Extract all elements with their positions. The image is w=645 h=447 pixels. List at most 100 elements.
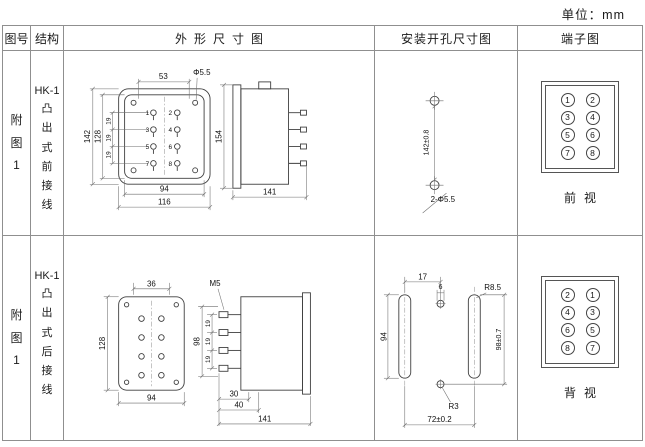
terminal-circle: 7 bbox=[585, 340, 600, 355]
fig-label-2: 附图1 bbox=[10, 307, 23, 368]
mounting-drawing-rear-wiring: 17 6 R8.5 94 98±0.7 R3 72±0.2 bbox=[379, 272, 508, 428]
mounting-cell-1: 142±0.8 2-Φ5.5 bbox=[375, 51, 518, 236]
terminal-view-caption-rear: 背视 bbox=[563, 385, 604, 400]
terminal-circle: 2 bbox=[560, 288, 575, 303]
terminal-box-front: 1 2 3 4 5 6 7 8 bbox=[541, 80, 619, 173]
dim-pitch-c: 19 bbox=[106, 151, 113, 159]
dim-width-inner: 94 bbox=[160, 185, 169, 194]
outline-drawing-front-wiring: 53 Φ5.5 142 128 19 19 19 94 116 154 141 … bbox=[83, 68, 309, 211]
dim-left: 94 bbox=[379, 331, 388, 340]
terminal-circle: 8 bbox=[560, 340, 575, 355]
dim-width-bottom: 94 bbox=[147, 393, 156, 402]
dim-side-depth: 141 bbox=[258, 414, 272, 423]
dim-pitch-b: 19 bbox=[106, 134, 113, 142]
terminal-circle: 5 bbox=[560, 128, 575, 143]
slot-centerlines bbox=[404, 286, 475, 386]
outline-cell-1: 53 Φ5.5 142 128 19 19 19 94 116 154 141 … bbox=[64, 51, 375, 236]
dimension-lines bbox=[103, 282, 313, 426]
dim-side-depth: 141 bbox=[263, 188, 277, 197]
slot-radius-callout: R8.5 bbox=[484, 282, 501, 291]
dim-17: 17 bbox=[418, 272, 427, 281]
relay-side-view bbox=[232, 81, 307, 189]
dim-side-height: 154 bbox=[214, 129, 223, 143]
spec-table: 图号 结构 外形尺寸图 安装开孔尺寸图 端子图 附图1 HK-1 凸出式前接线 bbox=[2, 25, 643, 441]
dim-right: 98±0.7 bbox=[495, 328, 503, 350]
terminal-circle: 8 bbox=[585, 145, 600, 160]
dim-ticks bbox=[105, 286, 313, 426]
header-fig-no: 图号 bbox=[3, 26, 31, 51]
model-label-2: HK-1 bbox=[34, 270, 60, 282]
mounting-cell-2: 17 6 R8.5 94 98±0.7 R3 72±0.2 bbox=[375, 236, 518, 440]
terminal-circle: 1 bbox=[560, 93, 575, 108]
structure-cell-2: HK-1 凸出式后接线 bbox=[31, 236, 64, 440]
hole-crosshairs bbox=[422, 91, 447, 214]
terminal-num-8: 8 bbox=[169, 161, 173, 168]
dim-width-outer: 116 bbox=[158, 198, 171, 207]
terminal-circle: 7 bbox=[560, 145, 575, 160]
terminal-circle: 2 bbox=[585, 93, 600, 108]
dim-depth-a: 30 bbox=[229, 389, 238, 398]
terminal-num-2: 2 bbox=[169, 110, 173, 117]
dim-top-width: 53 bbox=[159, 72, 168, 81]
dim-pitch-a: 19 bbox=[106, 117, 113, 125]
dim-hole-dia: Φ5.5 bbox=[193, 68, 211, 77]
terminal-num-4: 4 bbox=[169, 127, 173, 134]
terminal-num-5: 5 bbox=[146, 144, 150, 151]
terminal-num-6: 6 bbox=[169, 144, 173, 151]
holes-callout: 2-Φ5.5 bbox=[431, 195, 456, 204]
fig-no-cell-1: 附图1 bbox=[3, 51, 31, 236]
terminal-num-1: 1 bbox=[146, 110, 150, 117]
structure-label-2: 凸出式后接线 bbox=[41, 288, 53, 397]
relay-side-view-rear bbox=[218, 291, 311, 395]
terminal-circle: 6 bbox=[585, 128, 600, 143]
header-outline: 外形尺寸图 bbox=[64, 26, 375, 51]
terminal-circle: 5 bbox=[585, 323, 600, 338]
dim-depth-b: 40 bbox=[234, 400, 243, 409]
dim-pitch-b: 19 bbox=[205, 337, 212, 345]
dim-bottom: 72±0.2 bbox=[427, 414, 452, 423]
screw-callout: M5 bbox=[210, 278, 222, 287]
structure-cell-1: HK-1 凸出式前接线 bbox=[31, 51, 64, 236]
dim-height-outer: 128 bbox=[98, 336, 107, 350]
terminal-circle: 4 bbox=[560, 305, 575, 320]
terminal-diagram-front: 1 2 3 4 5 6 7 8 前视 bbox=[518, 51, 642, 236]
dimension-lines bbox=[383, 276, 508, 428]
outline-cell-2: 36 128 94 M5 19 19 19 98 30 40 141 bbox=[64, 236, 375, 440]
mounting-slots bbox=[398, 293, 481, 388]
fig-label-1: 附图1 bbox=[10, 112, 23, 173]
relay-rear-face bbox=[118, 295, 185, 391]
dim-ticks bbox=[90, 79, 309, 210]
dim-ticks bbox=[432, 104, 437, 182]
terminal-num-7: 7 bbox=[146, 161, 150, 168]
terminal-circle: 4 bbox=[585, 110, 600, 125]
dim-top-width: 36 bbox=[147, 279, 156, 288]
structure-label-1: 凸出式前接线 bbox=[41, 103, 53, 212]
fig-no-cell-2: 附图1 bbox=[3, 236, 31, 440]
terminal-box-rear: 2 1 4 3 6 5 8 7 bbox=[541, 275, 619, 368]
dim-height-outer: 142 bbox=[83, 129, 92, 143]
terminal-num-3: 3 bbox=[146, 127, 150, 134]
dimension-lines bbox=[89, 77, 309, 211]
header-structure: 结构 bbox=[31, 26, 64, 51]
model-label-1: HK-1 bbox=[34, 85, 60, 97]
terminal-circle: 3 bbox=[560, 110, 575, 125]
header-mounting: 安装开孔尺寸图 bbox=[375, 26, 518, 51]
mounting-drawing-front-wiring: 142±0.8 2-Φ5.5 bbox=[422, 91, 456, 214]
relay-front-face bbox=[118, 88, 211, 185]
terminal-circle: 3 bbox=[585, 305, 600, 320]
terminal-circle: 1 bbox=[585, 288, 600, 303]
hole-radius-callout: R3 bbox=[448, 402, 459, 411]
dim-height-inner: 128 bbox=[93, 129, 102, 143]
dim-pitch-a: 19 bbox=[205, 319, 212, 327]
dim-6: 6 bbox=[439, 282, 443, 290]
dim-hole-spacing: 142±0.8 bbox=[423, 130, 431, 156]
terminal-diagram-rear: 2 1 4 3 6 5 8 7 背视 bbox=[518, 236, 642, 440]
terminal-circle: 6 bbox=[560, 323, 575, 338]
dim-pin-span: 98 bbox=[193, 336, 202, 345]
dim-pitch-c: 19 bbox=[205, 355, 212, 363]
terminal-view-caption-front: 前视 bbox=[563, 190, 604, 205]
header-terminal: 端子图 bbox=[518, 26, 642, 51]
unit-label: 单位：mm bbox=[561, 8, 625, 22]
dim-ticks bbox=[385, 279, 507, 427]
